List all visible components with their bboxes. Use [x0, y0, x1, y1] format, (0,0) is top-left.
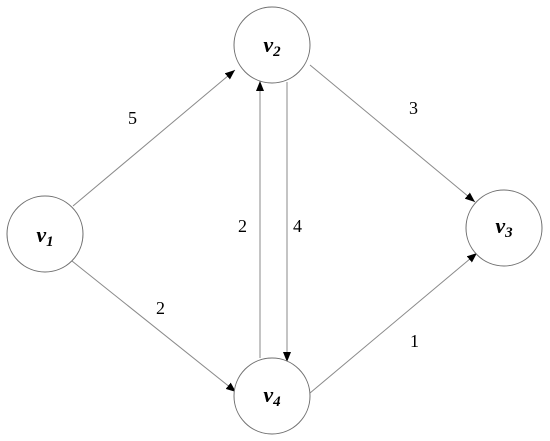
edge-v4-v3	[309, 252, 478, 394]
edge-label-v2-v3: 3	[409, 98, 418, 118]
node-v4: v4	[233, 357, 311, 435]
node-v4-circle	[233, 357, 311, 435]
node-v2-label: v2	[263, 32, 281, 60]
nodes: v1 v2 v3 v4	[6, 6, 543, 435]
node-v3: v3	[465, 189, 543, 267]
edge-label-v4-v2: 2	[238, 216, 247, 236]
node-v1: v1	[6, 195, 84, 273]
node-v3-label: v3	[495, 213, 513, 241]
node-v2-circle	[233, 6, 311, 84]
edge-label-v4-v3: 1	[410, 331, 419, 351]
edges	[71, 64, 478, 394]
node-v3-circle	[465, 189, 543, 267]
edge-label-v1-v2: 5	[128, 108, 137, 128]
node-v4-label: v4	[263, 382, 281, 410]
edge-v1-v4	[71, 260, 237, 393]
node-v1-label: v1	[36, 222, 53, 250]
edge-label-v1-v4: 2	[156, 298, 165, 318]
node-v2: v2	[233, 6, 311, 84]
edge-v1-v2	[72, 69, 236, 207]
edge-label-v2-v4: 4	[293, 216, 302, 236]
node-v1-circle	[6, 195, 84, 273]
edge-labels: 5 2 2 4 3 1	[128, 98, 419, 351]
edge-v2-v3	[309, 64, 476, 203]
